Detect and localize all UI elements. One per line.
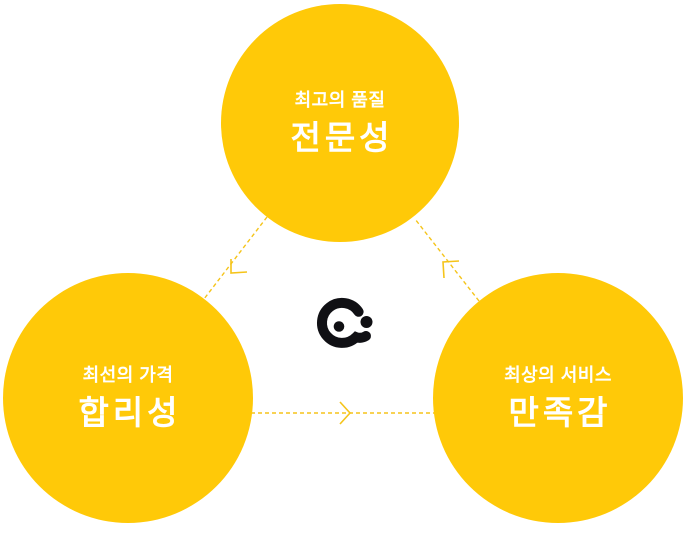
line-top-to-bottom-left (203, 216, 268, 300)
circle-bottom-left-title: 합리성 (78, 394, 182, 432)
arrowhead-to-bottom-right-icon (339, 401, 352, 425)
e-logo-icon (317, 297, 373, 348)
arrowhead-to-bottom-left-icon (230, 259, 248, 274)
circle-top-title: 전문성 (290, 119, 394, 157)
arrowhead-to-top-icon (442, 260, 460, 279)
circle-top-subtitle: 최고의 품질 (294, 89, 386, 110)
line-bottom-right-to-top (414, 218, 480, 302)
circle-bottom-right-title: 만족감 (508, 394, 612, 432)
circle-top-expertise: 최고의 품질 전문성 (221, 4, 459, 242)
circle-bottom-right-subtitle: 최상의 서비스 (504, 364, 612, 385)
circle-bottom-left-rationality: 최선의 가격 합리성 (3, 273, 253, 523)
circle-bottom-left-subtitle: 최선의 가격 (82, 364, 174, 385)
circle-bottom-right-satisfaction: 최상의 서비스 만족감 (433, 273, 683, 523)
